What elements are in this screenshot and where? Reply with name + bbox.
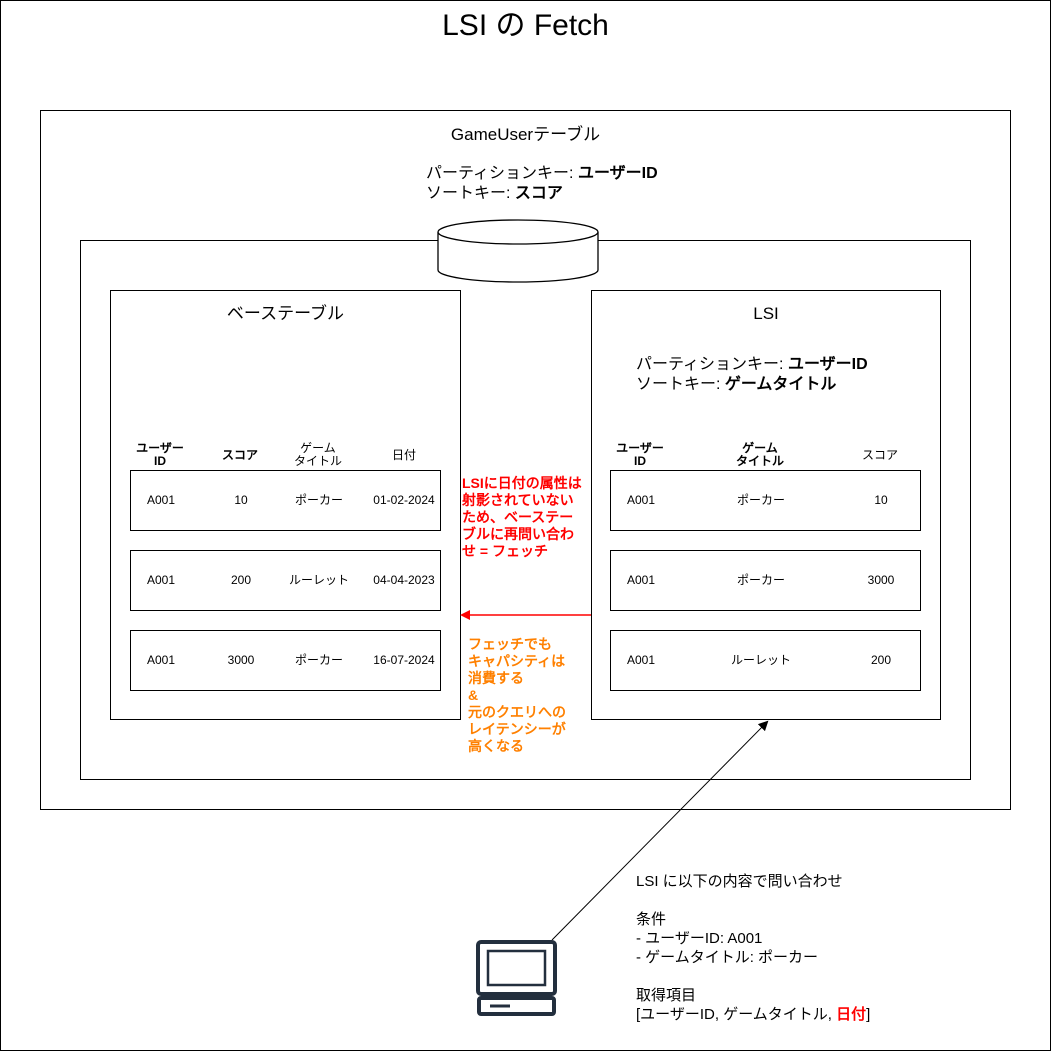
cell-date: 04-04-2023	[373, 573, 435, 587]
base-header-user-id: ユーザー ID	[136, 441, 184, 468]
cell-game-title: ルーレット	[288, 573, 349, 587]
base-header-date: 日付	[391, 448, 416, 462]
query-intro: LSI に以下の内容で問い合わせ	[636, 873, 843, 890]
condition-user-id: - ユーザーID: A001	[636, 930, 763, 947]
items-list: [ユーザーID, ゲームタイトル, 日付]	[636, 1006, 871, 1023]
cell-game-title: ポーカー	[736, 493, 785, 507]
pk-value: ユーザーID	[577, 165, 658, 182]
lsi-header-game-title: ゲーム タイトル	[735, 441, 784, 468]
cell-user-id: A001	[626, 653, 656, 667]
table-row: A001 200 ルーレット 04-04-2023	[130, 550, 441, 611]
cell-score: 10	[874, 493, 888, 507]
table-row: A001 10 ポーカー 01-02-2024	[130, 470, 441, 531]
cost-annotation: フェッチでも キャパシティは 消費する & 元のクエリへの レイテンシーが 高く…	[468, 636, 566, 754]
conditions-title: 条件	[636, 911, 667, 928]
cell-user-id: A001	[146, 493, 176, 507]
table-row: A001 ポーカー 10	[610, 470, 921, 531]
cell-user-id: A001	[626, 573, 656, 587]
cell-user-id: A001	[146, 573, 176, 587]
lsi-pk-value: ユーザーID	[787, 356, 868, 373]
cell-score: 3000	[227, 653, 255, 667]
gameuser-keys: パーティションキー: ユーザーID ソートキー: スコア	[426, 164, 658, 204]
sk-value: スコア	[514, 185, 563, 202]
gameuser-table-name: GameUserテーブル	[450, 125, 601, 144]
table-row: A001 3000 ポーカー 16-07-2024	[130, 630, 441, 691]
lsi-keys: パーティションキー: ユーザーID ソートキー: ゲームタイトル	[636, 355, 868, 395]
cell-game-title: ルーレット	[730, 653, 791, 667]
fetch-annotation: LSIに日付の属性は射影されていないため、ベーステーブルに再問い合わせ = フェ…	[462, 475, 582, 559]
cell-score: 3000	[867, 573, 895, 587]
base-header-game-title: ゲーム タイトル	[293, 441, 342, 468]
cell-date: 16-07-2024	[373, 653, 435, 667]
base-header-score: スコア	[221, 448, 258, 462]
lsi-header-user-id: ユーザー ID	[616, 441, 664, 468]
lsi-pk-label: パーティションキー:	[636, 356, 788, 373]
cell-game-title: ポーカー	[736, 573, 785, 587]
items-title: 取得項目	[636, 987, 697, 1004]
cell-score: 200	[230, 573, 252, 587]
cell-game-title: ポーカー	[294, 653, 343, 667]
diagram-title: LSI の Fetch	[442, 9, 609, 42]
base-table-title: ベーステーブル	[226, 304, 345, 323]
sk-label: ソートキー:	[426, 185, 515, 202]
query-description: LSI に以下の内容で問い合わせ 条件 - ユーザーID: A001 - ゲーム…	[636, 872, 870, 1024]
table-row: A001 ポーカー 3000	[610, 550, 921, 611]
cell-score: 200	[870, 653, 892, 667]
lsi-header-score: スコア	[861, 448, 898, 462]
cell-score: 10	[234, 493, 248, 507]
items-highlight: 日付	[836, 1006, 867, 1023]
lsi-title: LSI	[753, 304, 779, 323]
cell-user-id: A001	[626, 493, 656, 507]
pk-label: パーティションキー:	[426, 165, 578, 182]
lsi-sk-value: ゲームタイトル	[724, 376, 837, 393]
condition-game-title: - ゲームタイトル: ポーカー	[636, 949, 819, 966]
cell-game-title: ポーカー	[294, 493, 343, 507]
table-row: A001 ルーレット 200	[610, 630, 921, 691]
lsi-sk-label: ソートキー:	[636, 376, 725, 393]
cell-date: 01-02-2024	[373, 493, 435, 507]
cell-user-id: A001	[146, 653, 176, 667]
